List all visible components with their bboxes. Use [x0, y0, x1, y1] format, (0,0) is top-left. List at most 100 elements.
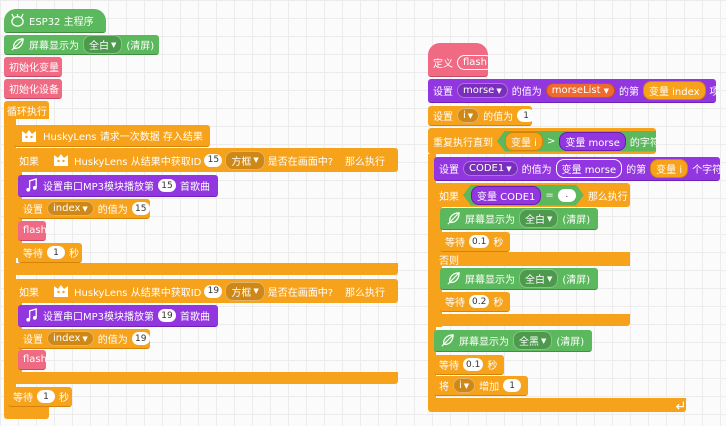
variable-dropdown[interactable]: CODE1▼: [463, 161, 518, 176]
in-frame-label: 是否在画面中?: [267, 287, 334, 299]
display-fill-block[interactable]: 屏幕显示为 全黑▼ (清屏): [434, 330, 592, 352]
set-index-block[interactable]: 设置 index▼ 的值为 19: [18, 329, 150, 349]
variable-dropdown[interactable]: i▼: [453, 378, 476, 393]
code1-variable-reporter[interactable]: 变量 CODE1: [471, 186, 541, 205]
seconds-label: 秒: [493, 238, 504, 249]
seconds-label: 秒: [59, 393, 69, 404]
change-value-input[interactable]: 1: [503, 379, 522, 392]
equals-condition[interactable]: 变量 CODE1 = .: [463, 185, 584, 206]
gt-operator: >: [546, 135, 556, 147]
dropdown-arrow-icon: ▼: [496, 86, 502, 95]
wait-block[interactable]: 等待 0.1 秒: [440, 232, 510, 252]
wait-block[interactable]: 等待 1 秒: [18, 243, 82, 263]
change-i-block[interactable]: 将 i▼ 增加 1: [434, 376, 528, 396]
greater-than-condition[interactable]: 变量 i > 变量 morse 的字符数: [497, 131, 656, 152]
wait-seconds-input[interactable]: 1: [47, 246, 65, 259]
id-input[interactable]: 19: [204, 285, 222, 298]
shape-dropdown[interactable]: 方框▼: [225, 282, 264, 301]
husky-request-block[interactable]: HuskyLens 请求一次数据 存入结果: [14, 125, 210, 147]
display-option-dropdown[interactable]: 全白▼: [519, 269, 559, 288]
wait-block[interactable]: 等待 0.2 秒: [440, 292, 510, 312]
mp3-play-block[interactable]: 设置串口MP3模块播放第 19 首歌曲: [18, 305, 218, 327]
i-variable-reporter[interactable]: 变量 i: [650, 159, 689, 178]
set-code1-block[interactable]: 设置 CODE1▼ 的值为 变量 morse 的第 变量 i 个字符: [434, 157, 720, 181]
dropdown-arrow-icon: ▼: [111, 40, 117, 49]
set-morse-block[interactable]: 设置 morse▼ 的值为 morseList▼ 的第 变量 index 项: [428, 79, 716, 103]
list-dropdown[interactable]: morseList▼: [545, 83, 615, 98]
seconds-label: 秒: [487, 361, 498, 372]
display-clear-block[interactable]: 屏幕显示为 全白▼ (清屏): [440, 208, 598, 230]
loop-block-top[interactable]: [4, 101, 49, 119]
flash-call-block[interactable]: flash: [18, 221, 46, 241]
value-input[interactable]: 19: [131, 332, 150, 345]
dropdown-arrow-icon: ▼: [253, 156, 259, 164]
dot-input[interactable]: .: [558, 189, 576, 202]
else-bar: [434, 252, 630, 266]
shape-dropdown[interactable]: 方框▼: [225, 151, 264, 170]
if2-block[interactable]: 如果 HuskyLens 从结果中获取ID 19 方框▼ 是否在画面中? 那么执…: [14, 279, 398, 303]
init-variables-block[interactable]: 初始化变量: [4, 57, 62, 77]
dropdown-arrow-icon: ▼: [603, 86, 609, 95]
i-variable-reporter[interactable]: 变量 i: [505, 132, 543, 151]
item-label: 项: [710, 83, 717, 98]
index-variable-reporter[interactable]: 变量 index: [642, 81, 706, 100]
set-index-block[interactable]: 设置 index▼ 的值为 15: [18, 199, 150, 219]
if1-block[interactable]: 如果 HuskyLens 从结果中获取ID 15 方框▼ 是否在画面中? 那么执…: [14, 148, 398, 172]
init-devices-block[interactable]: 初始化设备: [4, 79, 62, 99]
song-number-input[interactable]: 19: [158, 309, 177, 322]
mp3-prefix: 设置串口MP3模块播放第: [43, 312, 155, 323]
dropdown-arrow-icon: ▼: [467, 111, 474, 120]
repeat-until-block[interactable]: 重复执行直到 变量 i > 变量 morse 的字符数: [428, 128, 656, 154]
wait-seconds-input[interactable]: 0.1: [463, 358, 484, 371]
wait-seconds-input[interactable]: 1: [37, 390, 55, 403]
husky-id-condition[interactable]: HuskyLens 从结果中获取ID 19 方框▼ 是否在画面中?: [43, 281, 341, 302]
loop-return-icon: [672, 398, 688, 412]
husky-id-condition[interactable]: HuskyLens 从结果中获取ID 15 方框▼ 是否在画面中?: [43, 150, 341, 171]
if-else-block[interactable]: 如果 变量 CODE1 = . 那么执行: [434, 183, 630, 207]
loop-label: 循环执行: [7, 106, 47, 118]
value-input[interactable]: 15: [131, 202, 150, 215]
wait-block[interactable]: 等待 1 秒: [8, 387, 72, 407]
string-length-reporter[interactable]: 变量 morse: [559, 132, 626, 151]
song-number-input[interactable]: 15: [158, 179, 177, 192]
id-input[interactable]: 15: [204, 154, 222, 167]
wait-label: 等待: [13, 393, 33, 404]
dropdown-arrow-icon: ▼: [506, 164, 512, 173]
init-vars-label: 初始化变量: [9, 63, 59, 74]
of-item-label: 的第: [618, 87, 639, 98]
dropdown-arrow-icon: ▼: [547, 214, 553, 223]
morse-variable-reporter[interactable]: 变量 morse: [555, 159, 623, 178]
define-function-hat[interactable]: 定义 flash: [428, 43, 488, 77]
loop-block-bottom: [4, 405, 49, 419]
wait-seconds-input[interactable]: 0.2: [469, 295, 490, 308]
if2-bottom: [14, 372, 398, 384]
husky-get-id-label: HuskyLens 从结果中获取ID: [74, 287, 202, 299]
display-option-dropdown[interactable]: 全白▼: [519, 209, 559, 228]
set-i-block[interactable]: 设置 i▼ 的值为 1: [428, 106, 532, 126]
display-suffix: (清屏): [556, 337, 585, 348]
variable-dropdown[interactable]: index▼: [47, 331, 94, 346]
variable-dropdown[interactable]: morse▼: [457, 83, 508, 98]
display-label: 屏幕显示为: [465, 275, 515, 286]
dropdown-arrow-icon: ▼: [253, 287, 259, 295]
display-option-dropdown[interactable]: 全黑▼: [513, 331, 553, 350]
seconds-label: 秒: [69, 249, 79, 260]
display-clear-block[interactable]: 屏幕显示为 全白▼ (清屏): [440, 268, 598, 290]
repeat-bottom: [428, 398, 686, 412]
variable-dropdown[interactable]: index▼: [47, 201, 94, 216]
huskylens-icon: [19, 127, 39, 145]
display-clear-block[interactable]: 屏幕显示为 全白▼ (清屏): [4, 35, 159, 55]
char-count-label: 的字符数: [629, 137, 656, 149]
wait-label: 等待: [23, 249, 43, 260]
mp3-play-block[interactable]: 设置串口MP3模块播放第 15 首歌曲: [18, 175, 218, 197]
display-option-dropdown[interactable]: 全白▼: [83, 35, 123, 54]
esp32-main-hat-block[interactable]: ESP32 主程序: [4, 9, 106, 33]
display-suffix: (清屏): [562, 215, 591, 226]
variable-dropdown[interactable]: i▼: [457, 108, 480, 123]
value-input[interactable]: 1: [517, 109, 532, 122]
wait-block[interactable]: 等待 0.1 秒: [434, 355, 504, 375]
flash-call-block[interactable]: flash: [18, 350, 46, 370]
function-name-field[interactable]: flash: [457, 55, 488, 70]
wait-seconds-input[interactable]: 0.1: [469, 235, 490, 248]
set-label: 设置: [23, 205, 43, 216]
